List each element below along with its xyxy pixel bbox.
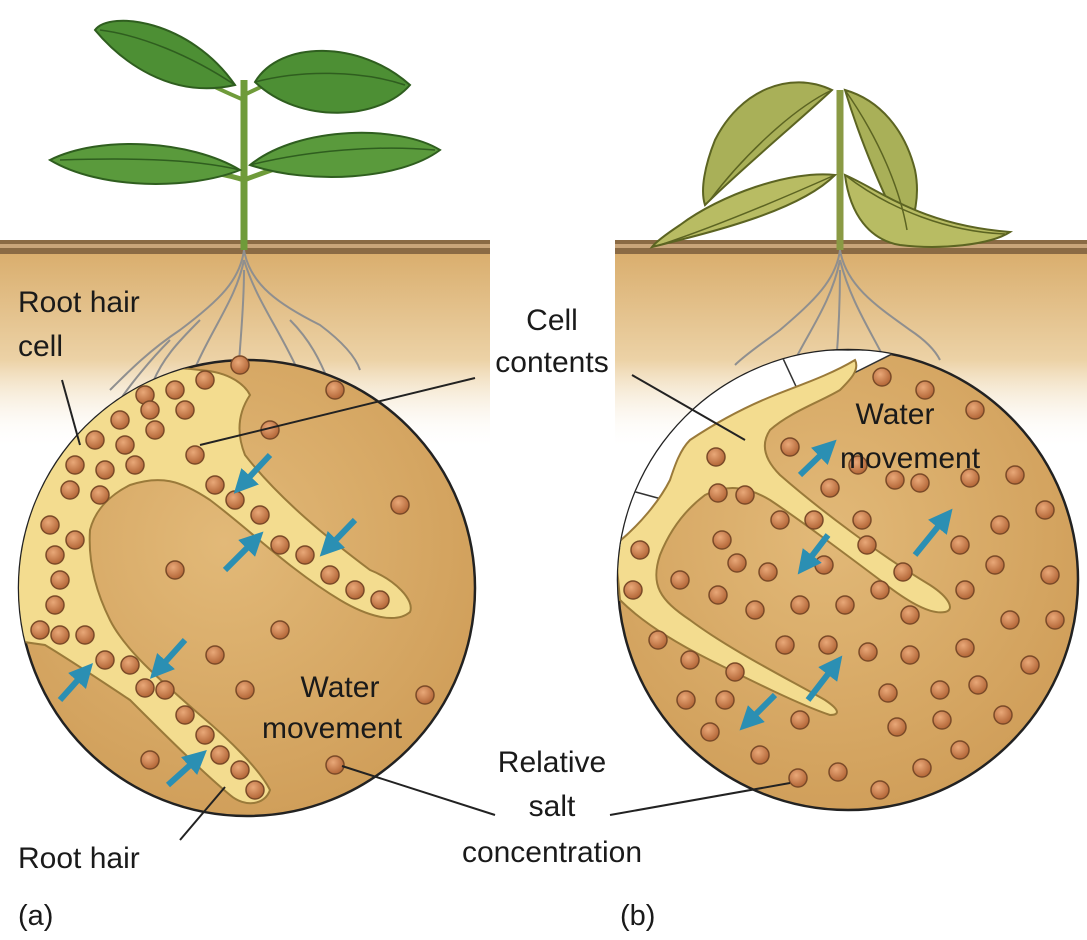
label-water-movement-b-line1: Water (856, 398, 935, 431)
leaf-top-right (255, 51, 410, 113)
label-cell-contents-line1: Cell (526, 304, 578, 337)
leaf-low-right (250, 133, 440, 177)
label-relative-salt-line3: concentration (462, 836, 642, 869)
wilted-leaf-3 (652, 174, 835, 247)
leaf-top-left (95, 21, 235, 88)
label-water-movement-a-line2: movement (262, 712, 403, 745)
wilted-plant (652, 82, 1010, 250)
leader-salt-a (342, 766, 495, 815)
label-cell-contents-line2: contents (495, 346, 608, 379)
label-water-movement-a-line1: Water (301, 671, 380, 704)
label-root-hair-cell-line2: cell (18, 330, 63, 363)
label-water-movement-b-line2: movement (840, 442, 981, 475)
label-relative-salt-line2: salt (529, 790, 576, 823)
healthy-plant (50, 21, 440, 250)
panel-letter-a: (a) (18, 900, 53, 932)
label-root-hair: Root hair (18, 842, 140, 875)
leaf-low-left (50, 144, 240, 184)
panel-letter-b: (b) (620, 900, 655, 932)
label-relative-salt-line1: Relative (498, 746, 606, 779)
label-root-hair-cell-line1: Root hair (18, 286, 140, 319)
leader-salt-b (610, 783, 790, 815)
wilted-leaf-4 (845, 175, 1010, 247)
